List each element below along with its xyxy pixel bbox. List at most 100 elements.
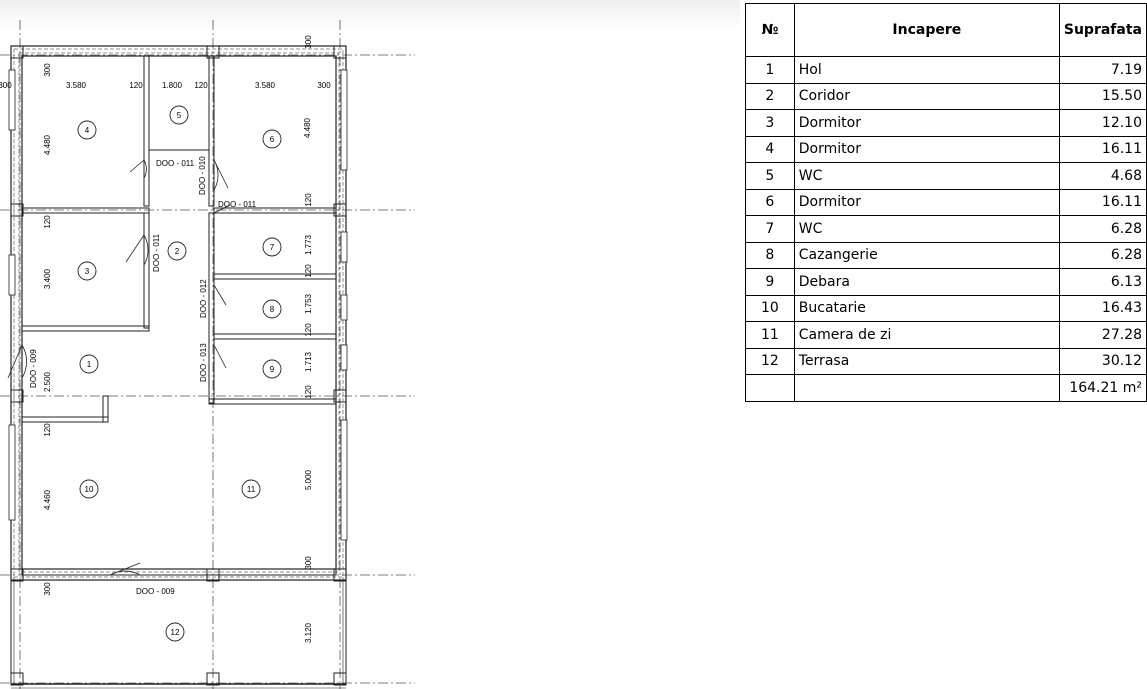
dim-label: 120 [304,385,313,399]
dimension-labels: 300 3.580 120 1.800 120 3.580 300 300 30… [0,35,331,643]
dim-label: 1.800 [162,81,183,90]
room-marker-10 [79,479,99,499]
room-marker-4 [77,120,97,140]
door-tag: DOO - 009 [29,349,38,388]
room-marker-1 [79,354,99,374]
dim-label: 120 [304,264,313,278]
door-tag: DOO - 011 [156,159,195,168]
table-header-row: № Incapere Suprafata [745,3,1147,57]
cell-no: 3 [745,109,795,137]
dim-label: 300 [43,63,52,77]
dim-label: 120 [129,81,143,90]
cell-area: 12.10 [1058,109,1147,137]
door-tags: DOO - 011 DOO - 010 DOO - 011 DOO - 011 … [29,156,257,596]
room-number: 9 [270,365,275,374]
dim-label: 300 [304,556,313,570]
cell-no: 6 [745,188,795,216]
room-marker-5 [169,105,189,125]
dim-label: 3.580 [255,81,276,90]
room-marker-11 [241,479,261,499]
dim-label: 3.580 [66,81,87,90]
cell-area: 30.12 [1058,347,1147,375]
cell-name: Dormitor [793,135,1060,163]
cell-name: Coridor [793,82,1060,110]
cell-area: 7.19 [1058,56,1147,84]
cell-name: WC [793,162,1060,190]
room-numbers: 4 5 6 2 3 7 8 1 9 10 11 12 [85,111,275,637]
door-tag: DOO - 012 [199,279,208,318]
cell-area: 6.28 [1058,215,1147,243]
dim-label: 120 [194,81,208,90]
dim-label: 300 [0,81,12,90]
dim-label: 300 [304,35,313,49]
cell-area: 27.28 [1058,321,1147,349]
cell-area: 15.50 [1058,82,1147,110]
windows [8,69,348,541]
dim-label: 1.773 [304,234,313,255]
dim-label: 4.480 [303,117,312,138]
dim-label: 3.120 [304,622,313,643]
cell-name: Cazangerie [793,241,1060,269]
dim-label: 120 [43,215,52,229]
room-number: 8 [270,305,275,314]
column-markers [10,45,347,686]
room-number: 4 [85,126,90,135]
cell-empty [745,374,795,402]
header-area: Suprafata [1058,3,1147,57]
cell-no: 12 [745,347,795,375]
top-shadow [0,0,740,30]
room-number: 2 [175,247,180,256]
dim-label: 120 [304,193,313,207]
door-tag: DOO - 010 [198,156,207,195]
cell-name: Terrasa [793,347,1060,375]
cell-area: 16.11 [1058,188,1147,216]
cell-no: 5 [745,162,795,190]
door-tag: DOO - 009 [136,587,175,596]
cell-area: 6.13 [1058,268,1147,296]
room-marker-9 [262,359,282,379]
room-marker-6 [262,129,282,149]
cell-name: Dormitor [793,188,1060,216]
room-number: 12 [171,628,180,637]
dim-label: 1.753 [304,293,313,314]
room-number: 6 [270,135,275,144]
cell-empty [793,374,1060,402]
cell-area: 16.43 [1058,294,1147,322]
dim-label: 1.713 [304,351,313,372]
dim-label: 4.480 [43,134,52,155]
cell-no: 11 [745,321,795,349]
cell-no: 8 [745,241,795,269]
dim-label: 3.400 [43,268,52,289]
dim-label: 120 [43,423,52,437]
room-number: 3 [85,267,90,276]
room-marker-12 [165,622,185,642]
room-marker-7 [262,237,282,257]
dim-label: 300 [317,81,331,90]
cell-name: Dormitor [793,109,1060,137]
cell-area: 6.28 [1058,241,1147,269]
cell-no: 4 [745,135,795,163]
dim-label: 120 [304,323,313,337]
cell-no: 10 [745,294,795,322]
doors [7,159,231,576]
room-marker-3 [77,261,97,281]
room-number: 5 [177,111,182,120]
dim-label: 2.500 [43,371,52,392]
dim-label: 4.460 [43,489,52,510]
door-tag: DOO - 011 [218,200,257,209]
room-number: 11 [247,485,256,494]
header-room: Incapere [793,3,1060,57]
dim-label: 5.000 [304,469,313,490]
